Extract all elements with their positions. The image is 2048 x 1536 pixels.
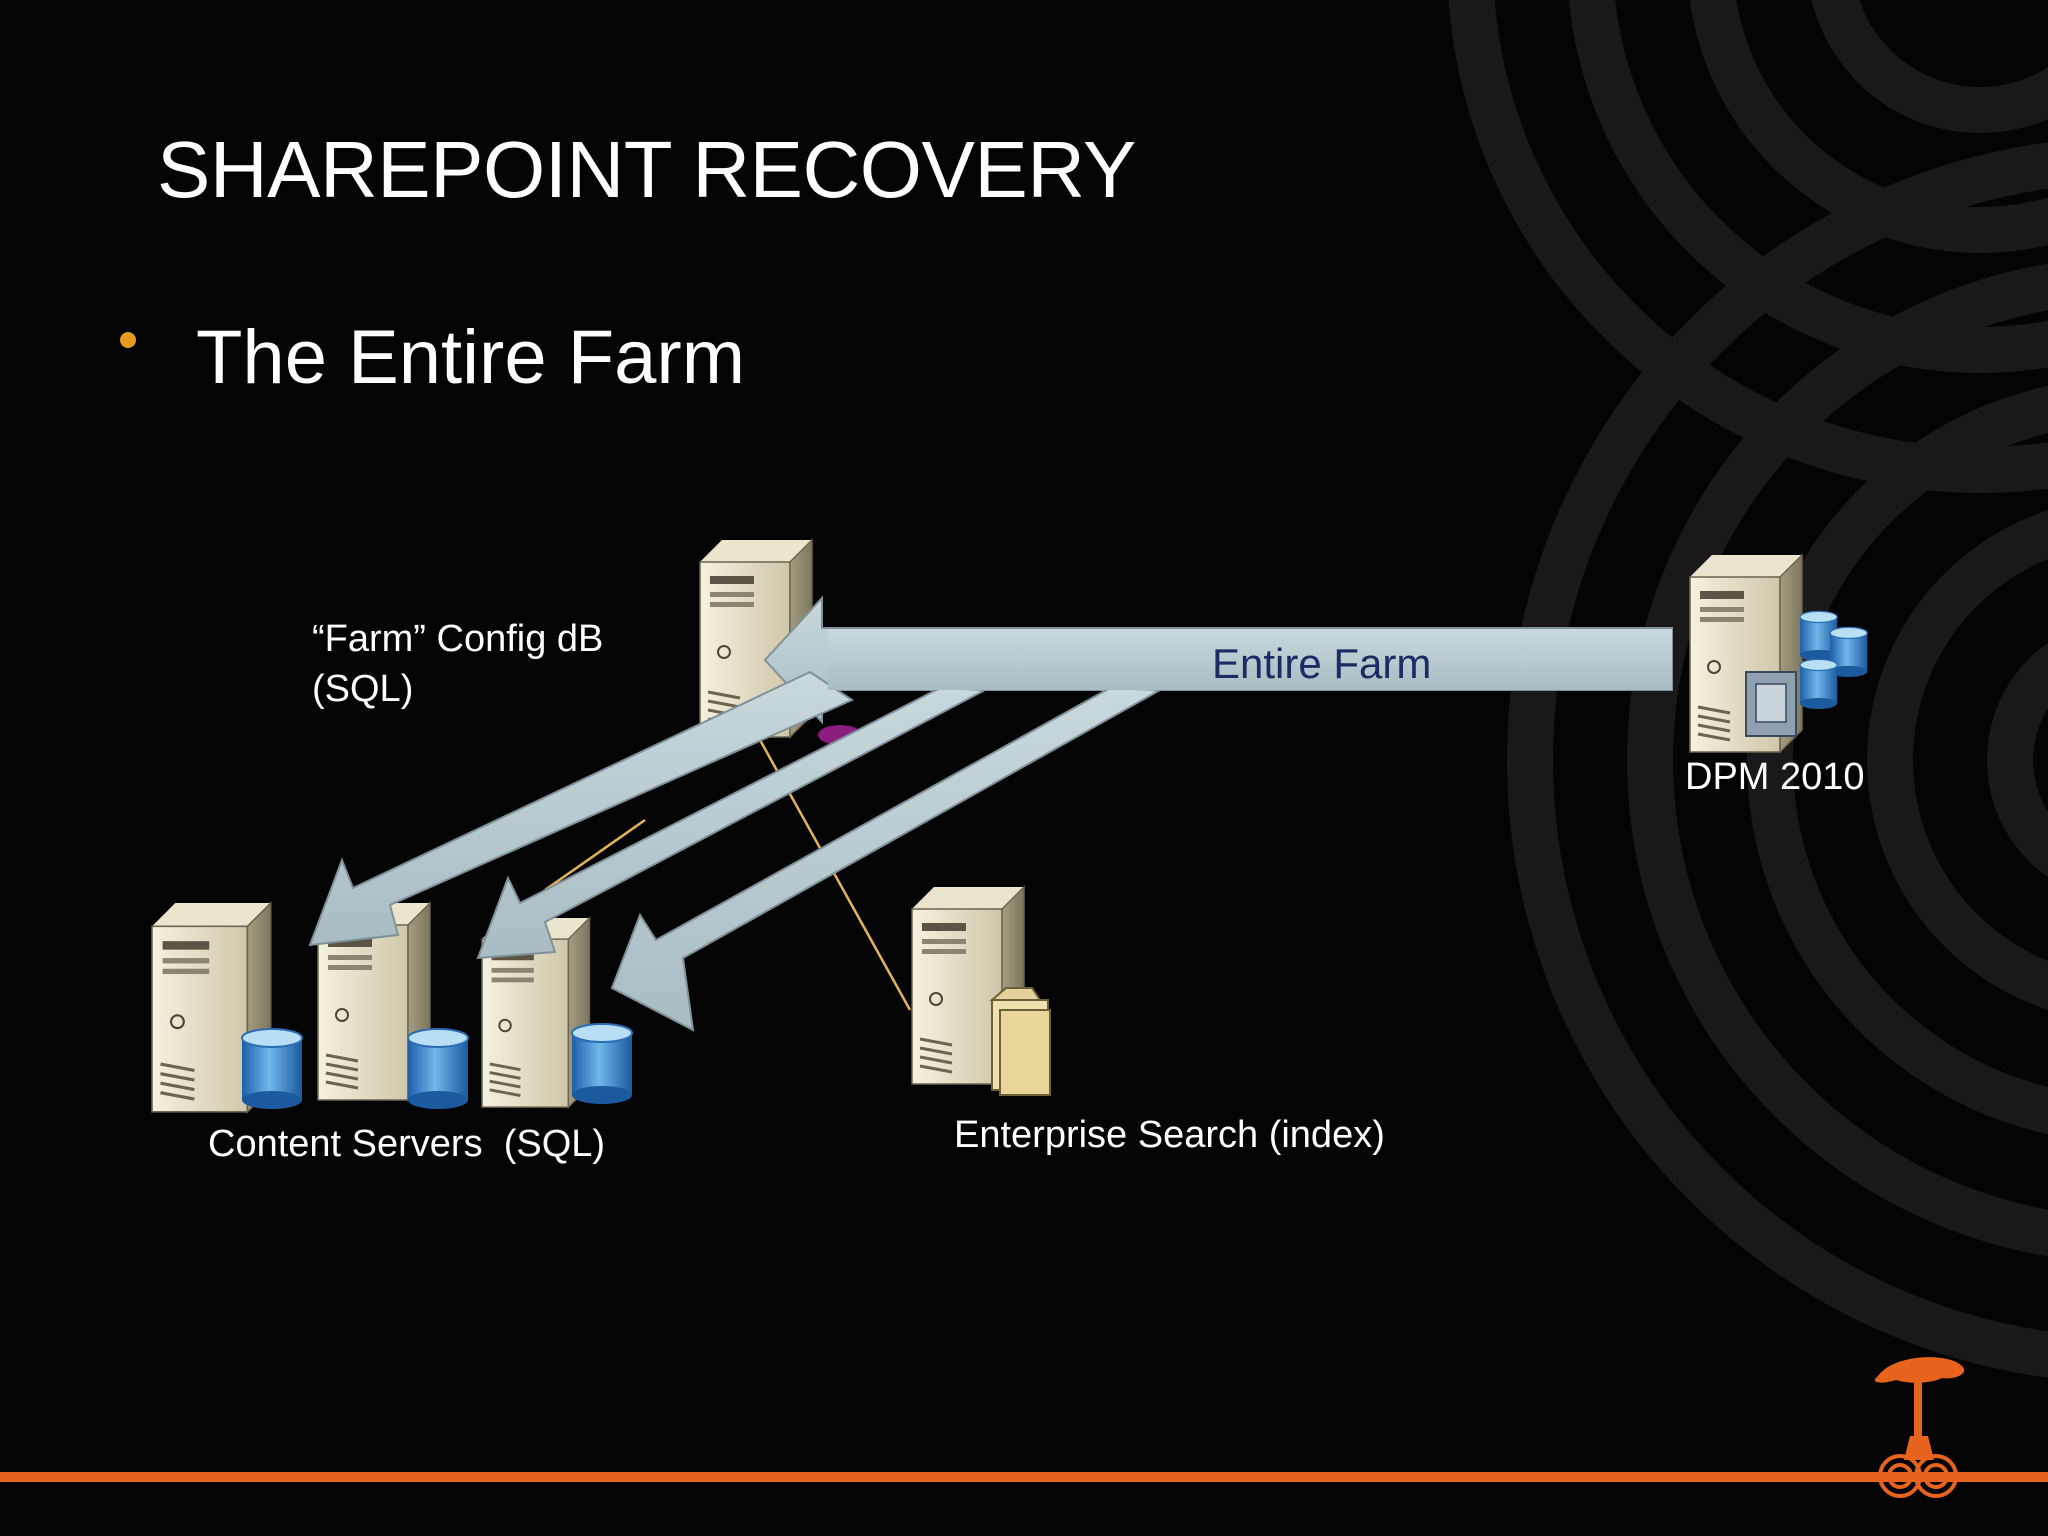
content-db-2-icon — [407, 1028, 469, 1110]
tree-logo-icon — [1874, 1357, 1965, 1498]
content-db-1-icon — [241, 1028, 303, 1110]
restore-arrow-content-1 — [308, 670, 855, 947]
content-db-3-icon — [571, 1023, 633, 1105]
dpm-label: DPM 2010 — [1685, 756, 1865, 798]
entire-farm-arrow-bar — [828, 628, 1672, 690]
config-db-label-line1: “Farm” Config dB — [312, 618, 604, 660]
bottom-accent-bar — [0, 1472, 2048, 1482]
enterprise-search-label: Enterprise Search (index) — [954, 1114, 1385, 1156]
config-db-label-line2: (SQL) — [312, 668, 414, 710]
dpm-storage-icon — [1799, 610, 1868, 710]
bullet-text: The Entire Farm — [196, 315, 746, 400]
entire-farm-arrow-label: Entire Farm — [1212, 640, 1432, 687]
restore-arrow-content-2 — [476, 686, 989, 960]
dpm-tape-icon — [1745, 671, 1797, 737]
restore-arrow-content-3 — [610, 686, 1164, 1032]
bullet-dot-icon — [120, 332, 136, 348]
content-servers-label: Content Servers (SQL) — [208, 1123, 606, 1165]
folder-icon — [989, 987, 1051, 1096]
slide-title: SHAREPOINT RECOVERY — [157, 125, 1136, 214]
